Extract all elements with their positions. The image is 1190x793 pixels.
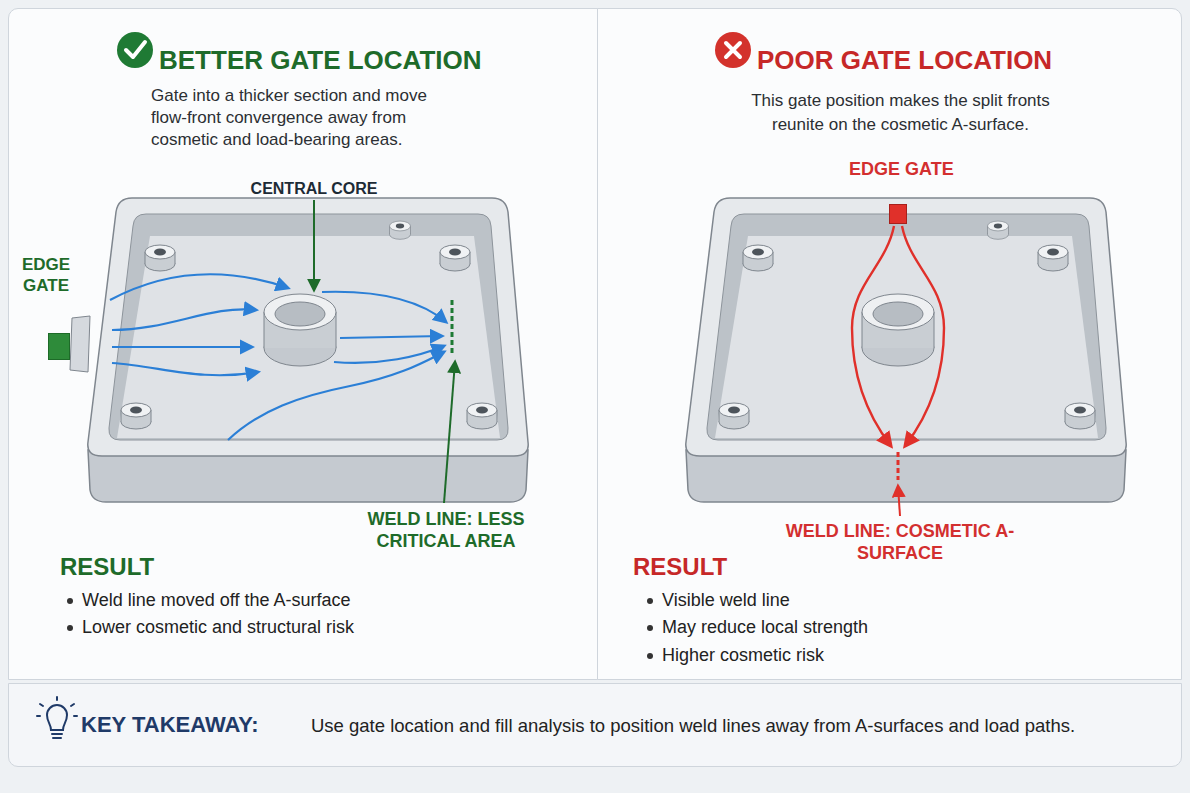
- callout-label: WELD LINE: COSMETIC A-SURFACE: [770, 520, 1030, 564]
- bullet-dot: [647, 598, 653, 604]
- gate-label: EDGE GATE: [19, 254, 73, 296]
- result-heading: RESULT: [60, 553, 154, 581]
- bullet-dot: [647, 625, 653, 631]
- panel-heading: BETTER GATE LOCATION: [159, 45, 482, 76]
- result-item: Higher cosmetic risk: [662, 645, 824, 666]
- callout-label: WELD LINE: LESS CRITICAL AREA: [346, 508, 546, 552]
- result-heading: RESULT: [633, 553, 727, 581]
- panel-description: This gate position makes the split front…: [728, 89, 1073, 137]
- gate-marker: EDGE GATE: [889, 204, 907, 224]
- gate-label: EDGE GATE: [849, 159, 949, 180]
- result-item: Weld line moved off the A-surface: [82, 590, 350, 611]
- bullet-dot: [67, 598, 73, 604]
- callout-label: CENTRAL CORE: [234, 180, 394, 198]
- gate-marker: EDGE GATE: [48, 333, 70, 360]
- bullet-dot: [67, 625, 73, 631]
- panel-description: Gate into a thicker section and move flo…: [151, 85, 463, 151]
- result-item: May reduce local strength: [662, 617, 868, 638]
- takeaway-heading: KEY TAKEAWAY:: [81, 712, 259, 738]
- bullet-dot: [647, 653, 653, 659]
- takeaway-band: KEY TAKEAWAY: Use gate location and fill …: [8, 683, 1182, 767]
- result-item: Visible weld line: [662, 590, 790, 611]
- panel-heading: POOR GATE LOCATION: [757, 45, 1052, 76]
- result-item: Lower cosmetic and structural risk: [82, 617, 354, 638]
- takeaway-text: Use gate location and fill analysis to p…: [311, 715, 1176, 737]
